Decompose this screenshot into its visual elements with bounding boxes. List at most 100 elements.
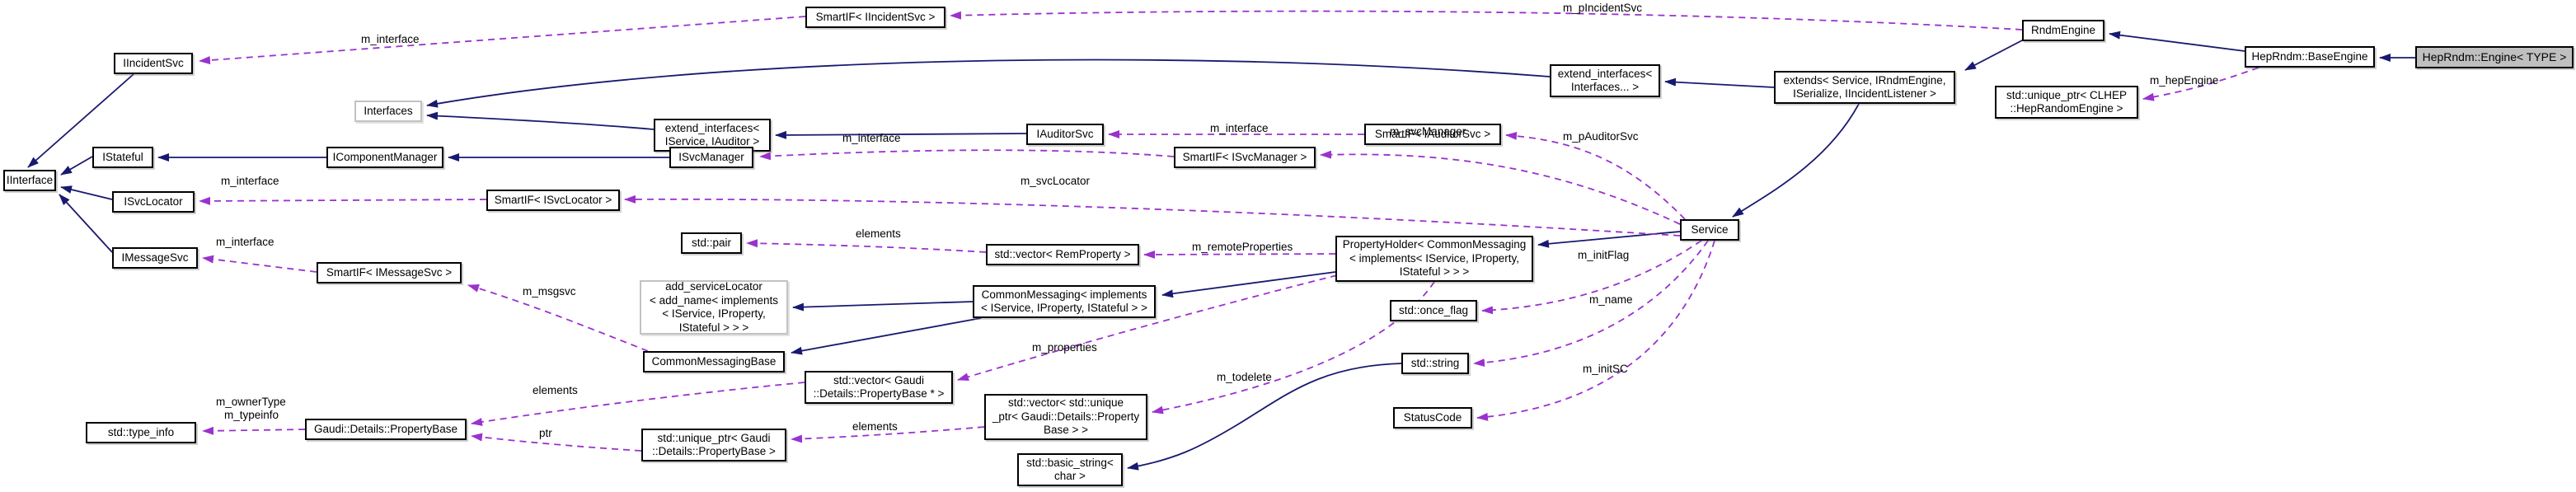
edge-inh-service-propertyholder bbox=[1537, 231, 1681, 248]
node-label: Interfaces bbox=[364, 104, 413, 117]
node-label: SmartIF< IIncidentSvc > bbox=[815, 10, 936, 23]
node-interfaces[interactable]: Interfaces bbox=[354, 101, 422, 122]
node-iincidentsvc[interactable]: IIncidentSvc bbox=[114, 53, 193, 74]
node-unique-ptr-propertybase[interactable]: std::unique_ptr< Gaudi::Details::Propert… bbox=[641, 429, 786, 462]
edge-label: m_interface bbox=[361, 33, 420, 45]
node-smartif-imessagesvc[interactable]: SmartIF< IMessageSvc > bbox=[317, 262, 462, 283]
node-propertybase[interactable]: Gaudi::Details::PropertyBase bbox=[305, 419, 467, 440]
node-std-string[interactable]: std::string bbox=[1401, 353, 1469, 374]
node-smartif-isvcmanager[interactable]: SmartIF< ISvcManager > bbox=[1174, 147, 1316, 168]
edge-inh-baseengine-rndmengine bbox=[2109, 30, 2245, 52]
edge-inh-extifsvc-interfaces bbox=[426, 111, 655, 130]
node-label: IMessageSvc bbox=[121, 251, 189, 264]
node-commonmessagingbase[interactable]: CommonMessagingBase bbox=[643, 351, 785, 373]
node-vector-remproperty[interactable]: std::vector< RemProperty > bbox=[986, 244, 1139, 265]
node-label: IInterface bbox=[6, 173, 54, 186]
edge-inh-string-basicstring bbox=[1127, 363, 1402, 471]
node-label: StatusCode bbox=[1403, 410, 1462, 424]
node-unique-ptr-clhep[interactable]: std::unique_ptr< CLHEP::HepRandomEngine … bbox=[1995, 86, 2138, 119]
node-iauditorsvc[interactable]: IAuditorSvc bbox=[1026, 124, 1104, 145]
node-label: std::vector< std::unique bbox=[1008, 396, 1124, 410]
node-propertyholder[interactable]: PropertyHolder< CommonMessaging< impleme… bbox=[1335, 236, 1533, 282]
edge-inh-isvclocator-iinterface bbox=[60, 185, 113, 200]
node-iinterface[interactable]: IInterface bbox=[3, 170, 56, 191]
node-isvcmanager[interactable]: ISvcManager bbox=[669, 147, 753, 168]
node-label: < IService, IProperty, bbox=[662, 307, 766, 320]
edge-label: m_pIncidentSvc bbox=[1563, 2, 1643, 14]
edge-use-service-smartifsvcloc bbox=[624, 194, 1681, 237]
node-label: char > bbox=[1054, 470, 1086, 482]
node-label: < IService, IProperty, IStateful > > bbox=[981, 302, 1147, 314]
edge-label: m_msgsvc bbox=[523, 285, 576, 298]
edge-inh-propertyholder-commonmsg bbox=[1161, 271, 1336, 298]
node-vector-propertybase-ptr[interactable]: std::vector< Gaudi::Details::PropertyBas… bbox=[805, 371, 953, 404]
node-basic-string[interactable]: std::basic_string<char > bbox=[1017, 453, 1123, 486]
edge-use-propertyholder-vectorpb bbox=[957, 274, 1338, 382]
node-rndmengine[interactable]: RndmEngine bbox=[2022, 20, 2104, 41]
edge-label: m_initSC bbox=[1583, 363, 1628, 375]
node-label: HepRndm::BaseEngine bbox=[2251, 49, 2368, 63]
node-label: SmartIF< ISvcManager > bbox=[1182, 150, 1307, 163]
node-add-servicelocator[interactable]: add_serviceLocator< add_name< implements… bbox=[640, 280, 788, 335]
edge-use-propertyholder-vectorremprop bbox=[1143, 250, 1336, 259]
node-label: PropertyHolder< CommonMessaging bbox=[1342, 238, 1527, 251]
edge-use-vectorpb-propertybase bbox=[471, 382, 805, 426]
edge-label: m_hepEngine bbox=[2150, 74, 2219, 87]
node-label: IStateful bbox=[102, 150, 143, 163]
node-smartif-isvclocator[interactable]: SmartIF< ISvcLocator > bbox=[486, 190, 620, 211]
edge-label: m_typeinfo bbox=[224, 409, 279, 421]
edge-use-smartifsvcloc-isvclocator bbox=[199, 196, 487, 205]
node-label: HepRndm::Engine< TYPE > bbox=[2422, 50, 2567, 64]
node-extend-iservice-iauditor[interactable]: extend_interfaces<IService, IAuditor > bbox=[654, 119, 771, 152]
edge-label: m_properties bbox=[1032, 341, 1097, 354]
node-label: Base > > bbox=[1043, 424, 1089, 437]
edge-use-smartifincident-iincidentsvc bbox=[199, 16, 806, 65]
node-label: < add_name< implements bbox=[649, 293, 779, 307]
node-icomponentmanager[interactable]: IComponentManager bbox=[326, 147, 443, 168]
node-extend-interfaces-variadic[interactable]: extend_interfaces<Interfaces... > bbox=[1550, 64, 1660, 97]
node-label: IComponentManager bbox=[332, 150, 438, 163]
node-label: std::vector< RemProperty > bbox=[994, 247, 1131, 260]
edge-use-service-onceflag bbox=[1481, 240, 1702, 315]
node-label: extend_interfaces< bbox=[1557, 67, 1653, 80]
node-istateful[interactable]: IStateful bbox=[92, 147, 153, 168]
node-heprndm-baseengine[interactable]: HepRndm::BaseEngine bbox=[2245, 46, 2375, 68]
edge-label: m_name bbox=[1589, 293, 1633, 306]
edge-label: m_interface bbox=[842, 132, 901, 144]
node-vector-unique-ptr[interactable]: std::vector< std::unique_ptr< Gaudi::Det… bbox=[984, 394, 1147, 440]
node-std-pair[interactable]: std::pair bbox=[681, 232, 742, 254]
node-label: ::Details::PropertyBase * > bbox=[813, 387, 945, 400]
edge-inh-rndmengine-extends bbox=[1964, 39, 2025, 71]
edge-label: elements bbox=[856, 227, 901, 240]
edge-label: elements bbox=[852, 420, 898, 433]
node-label: SmartIF< IMessageSvc > bbox=[326, 265, 453, 279]
node-extends-service[interactable]: extends< Service, IRndmEngine,ISerialize… bbox=[1774, 71, 1955, 104]
edge-use-uniqueptrpb-propertybase bbox=[471, 433, 642, 452]
node-label: std::unique_ptr< Gaudi bbox=[657, 431, 771, 444]
node-service[interactable]: Service bbox=[1680, 219, 1739, 241]
node-once-flag[interactable]: std::once_flag bbox=[1390, 300, 1477, 321]
edge-inh-commonmsg-commonmsgbase bbox=[791, 317, 982, 355]
node-label: extends< Service, IRndmEngine, bbox=[1783, 73, 1946, 87]
edge-use-smartifmsg-imessagesvc bbox=[202, 255, 317, 273]
node-commonmessaging[interactable]: CommonMessaging< implements< IService, I… bbox=[973, 285, 1156, 318]
edge-inh-iauditorsvc-extifsvc bbox=[775, 130, 1027, 139]
node-smartif-iincidentsvc[interactable]: SmartIF< IIncidentSvc > bbox=[805, 7, 945, 28]
edge-label: m_interface bbox=[221, 175, 279, 187]
edge-label: m_todelete bbox=[1217, 371, 1272, 383]
node-label: ISvcManager bbox=[678, 150, 744, 163]
node-label: < implements< IService, IProperty, bbox=[1349, 251, 1520, 265]
node-std-type-info[interactable]: std::type_info bbox=[86, 422, 196, 443]
node-label: std::basic_string< bbox=[1026, 456, 1114, 469]
edge-label: ptr bbox=[539, 427, 552, 439]
node-statuscode[interactable]: StatusCode bbox=[1393, 407, 1472, 429]
node-isvclocator[interactable]: ISvcLocator bbox=[112, 191, 195, 213]
edge-label: m_svcLocator bbox=[1021, 175, 1091, 187]
node-label: RndmEngine bbox=[2030, 23, 2096, 36]
edge-inh-extvariadic-interfaces bbox=[426, 59, 1551, 108]
node-smartif-iauditorsvc[interactable]: SmartIF< IAuditorSvc > bbox=[1364, 124, 1501, 145]
node-label: ::HepRandomEngine > bbox=[2010, 102, 2123, 115]
node-imessagesvc[interactable]: IMessageSvc bbox=[112, 247, 198, 269]
node-heprndm-engine[interactable]: HepRndm::Engine< TYPE > bbox=[2415, 46, 2574, 68]
